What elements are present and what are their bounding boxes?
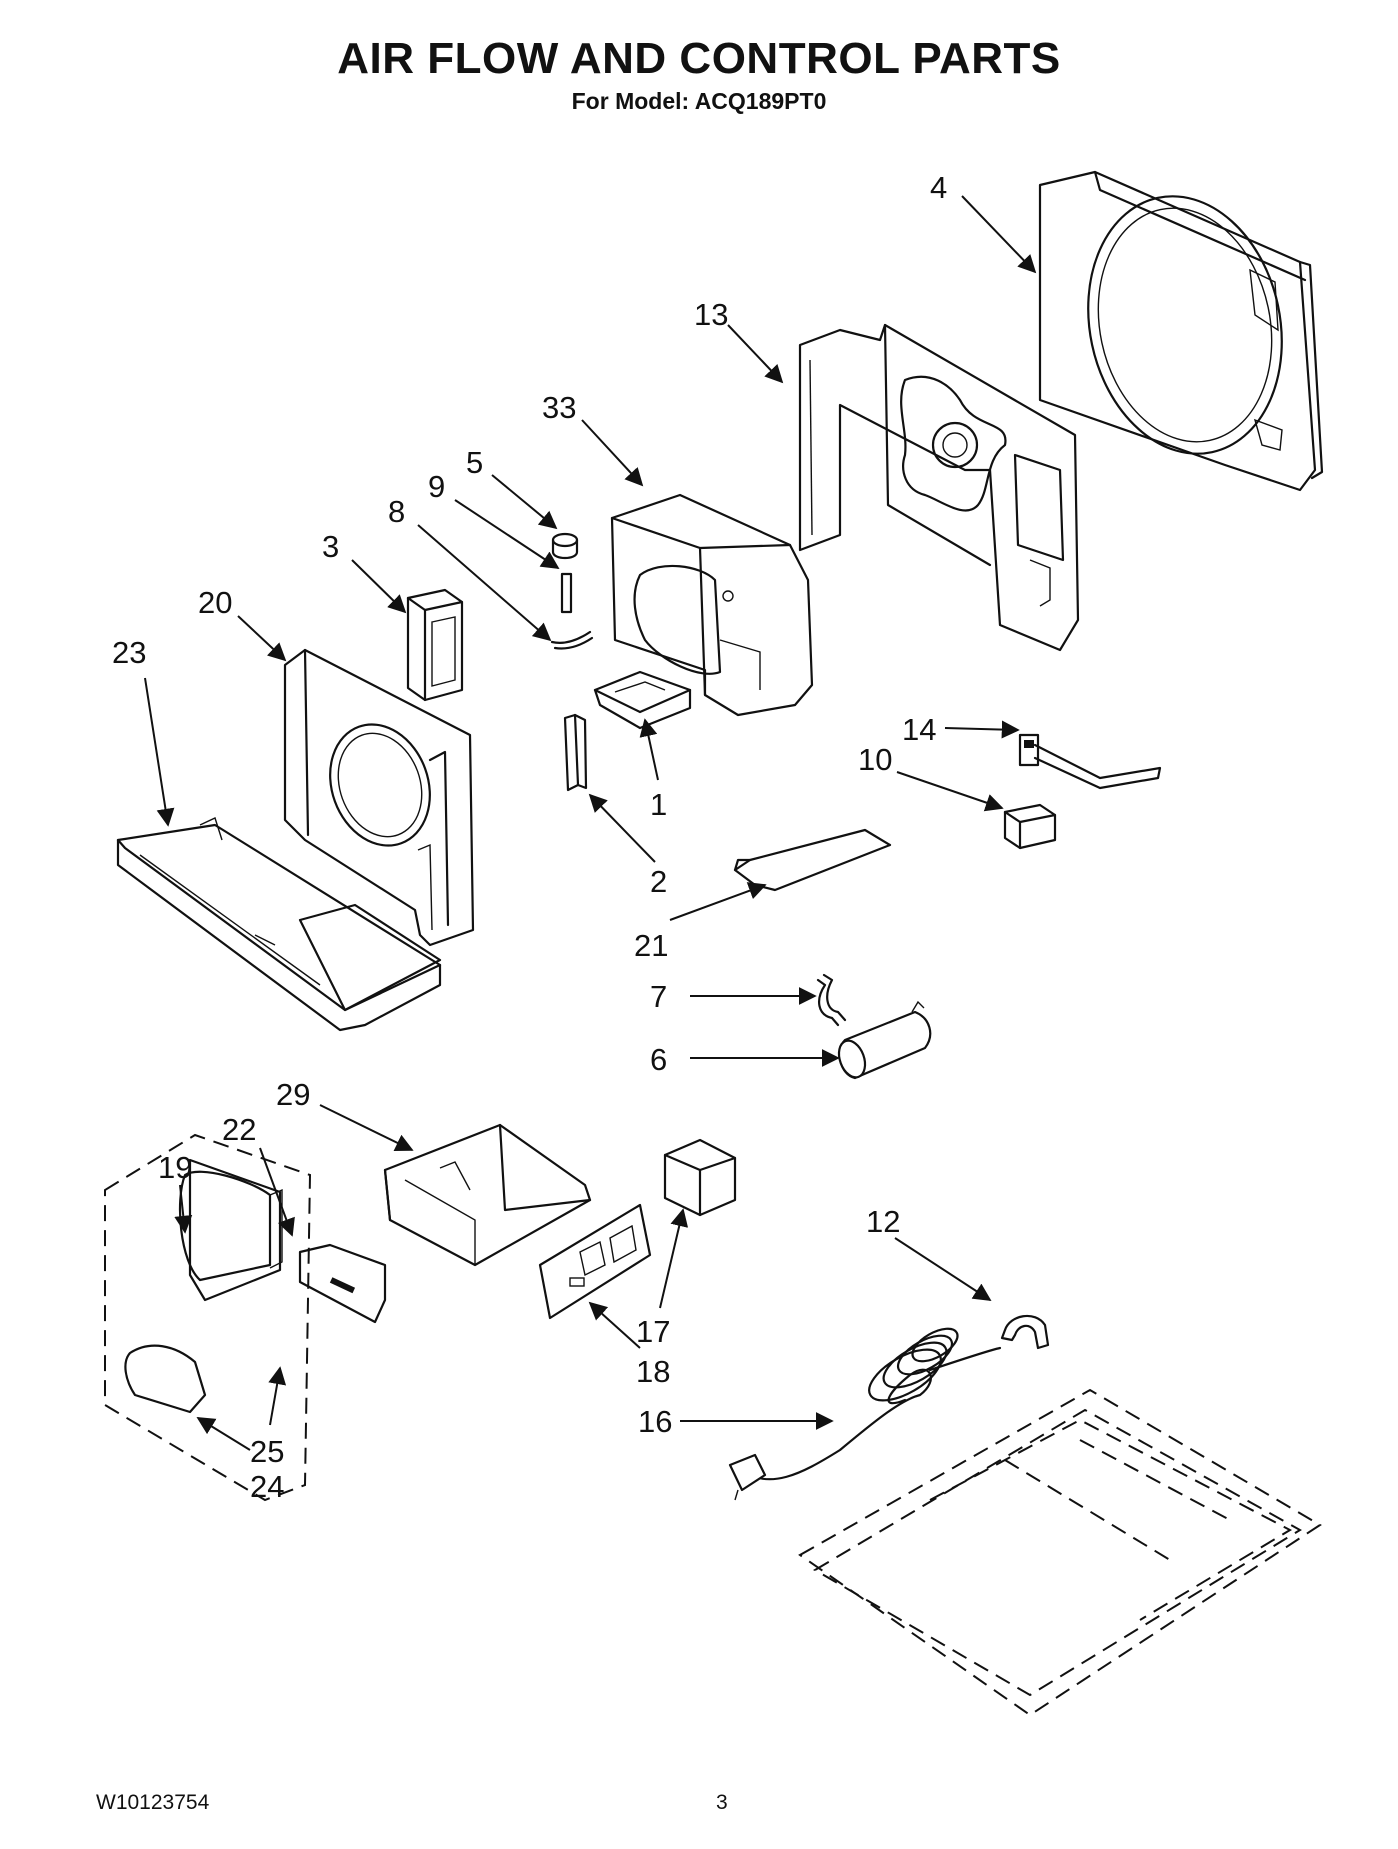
part-3-control-bracket [406,588,464,702]
part-13-bulkhead-panel [798,323,1080,652]
part-14-sensor-holder [1018,733,1162,790]
callout-25: 25 [250,1434,284,1469]
callout-14: 14 [902,712,936,747]
callout-17: 17 [636,1314,670,1349]
callout-19: 19 [158,1150,192,1185]
callout-9: 9 [428,469,445,504]
part-29-control-box [383,1123,592,1267]
part-12-cord-clamp [1000,1314,1050,1350]
part-6-capacitor [837,1000,932,1080]
part-10-relay [1003,803,1057,850]
callout-5: 5 [466,445,483,480]
part-22-board [298,1243,387,1324]
callout-8: 8 [388,494,405,529]
part-1-damper-bracket [593,670,692,730]
part-7-capacitor-strap [816,973,847,1027]
part-20-partition-panel [283,648,475,947]
callout-10: 10 [858,742,892,777]
page-title: AIR FLOW AND CONTROL PARTS [337,34,1061,83]
part-18-control-board [538,1203,652,1320]
callout-23: 23 [112,635,146,670]
part-8-clip [550,630,594,650]
callout-4: 4 [930,170,947,205]
callout-18: 18 [636,1354,670,1389]
part-5-knob [551,532,579,560]
callout-2: 2 [650,864,667,899]
callout-1: 1 [650,787,667,822]
part-21-drain-cover [733,828,892,892]
callout-21: 21 [634,928,668,963]
callout-labels: 4 13 33 5 9 8 3 20 23 1 2 14 10 21 7 6 2… [112,170,947,1504]
callout-22: 22 [222,1112,256,1147]
part-33-blower-housing [610,493,814,717]
callout-20: 20 [198,585,232,620]
part-4-condenser-shroud [1038,170,1324,492]
part-17-relay [663,1138,737,1217]
callout-3: 3 [322,529,339,564]
callout-6: 6 [650,1042,667,1077]
model-subtitle: For Model: ACQ189PT0 [571,88,827,114]
part-16-power-cord [728,1327,1002,1501]
part-23-base-pan [116,817,442,1032]
callout-24: 24 [250,1469,284,1504]
part-2-side-bracket [563,713,588,792]
part-9-shaft [560,572,573,614]
callout-7: 7 [650,979,667,1014]
callout-16: 16 [638,1404,672,1439]
leader-lines [144,195,1037,1451]
callout-13: 13 [694,297,728,332]
document-number: W10123754 [96,1791,210,1814]
callout-29: 29 [276,1077,310,1112]
page-number: 3 [716,1791,728,1814]
callout-12: 12 [866,1204,900,1239]
dashed-chassis-reference [798,1388,1322,1717]
callout-33: 33 [542,390,576,425]
